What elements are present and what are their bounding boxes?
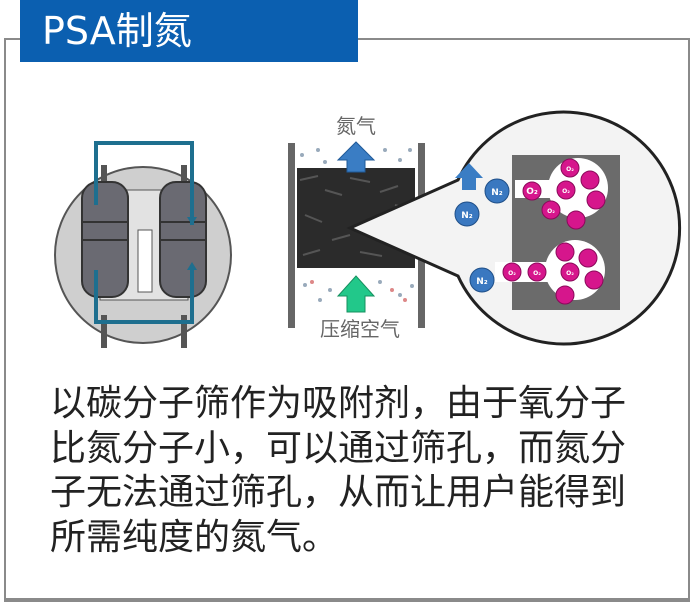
adsorption-column-illustration: 氮气 压缩空气 bbox=[288, 114, 425, 341]
svg-text:O₂: O₂ bbox=[508, 270, 516, 277]
svg-text:N₂: N₂ bbox=[461, 211, 473, 221]
svg-text:O₂: O₂ bbox=[533, 270, 541, 277]
svg-text:N₂: N₂ bbox=[491, 188, 503, 198]
svg-text:O₂: O₂ bbox=[526, 187, 538, 197]
description-text: 以碳分子筛作为吸附剂，由于氧分子 比氮分子小，可以通过筛孔，而氮分 子无法通过筛… bbox=[50, 382, 650, 560]
svg-text:O₂: O₂ bbox=[547, 208, 555, 215]
twin-tower-unit-illustration bbox=[54, 141, 232, 348]
description-line: 以碳分子筛作为吸附剂，由于氧分子 bbox=[50, 383, 627, 424]
psa-diagram: 氮气 压缩空气 N₂ N₂ N₂ O₂ O₂ bbox=[54, 110, 682, 348]
description-line: 比氮分子小，可以通过筛孔，而氮分 bbox=[50, 427, 627, 469]
oxygen-molecules bbox=[502, 158, 606, 305]
nitrogen-molecules: N₂ N₂ N₂ bbox=[454, 178, 510, 293]
nitrogen-out-arrow-icon bbox=[336, 141, 376, 173]
page-title: PSA制氮 bbox=[20, 0, 358, 62]
air-in-arrow-icon bbox=[336, 275, 376, 313]
nitrogen-output-label: 氮气 bbox=[336, 114, 376, 138]
svg-text:N₂: N₂ bbox=[476, 277, 488, 287]
description-line: 所需纯度的氮气。 bbox=[50, 516, 339, 558]
svg-text:O₂: O₂ bbox=[566, 270, 574, 277]
compressed-air-label: 压缩空气 bbox=[320, 317, 400, 341]
magnified-sieve-illustration: N₂ N₂ N₂ O₂ O₂ O₂ O₂ O₂ O₂ O₂ bbox=[346, 110, 682, 346]
description-line: 子无法通过筛孔，从而让用户能得到 bbox=[50, 472, 627, 513]
svg-text:O₂: O₂ bbox=[562, 188, 570, 195]
svg-text:O₂: O₂ bbox=[566, 166, 574, 173]
